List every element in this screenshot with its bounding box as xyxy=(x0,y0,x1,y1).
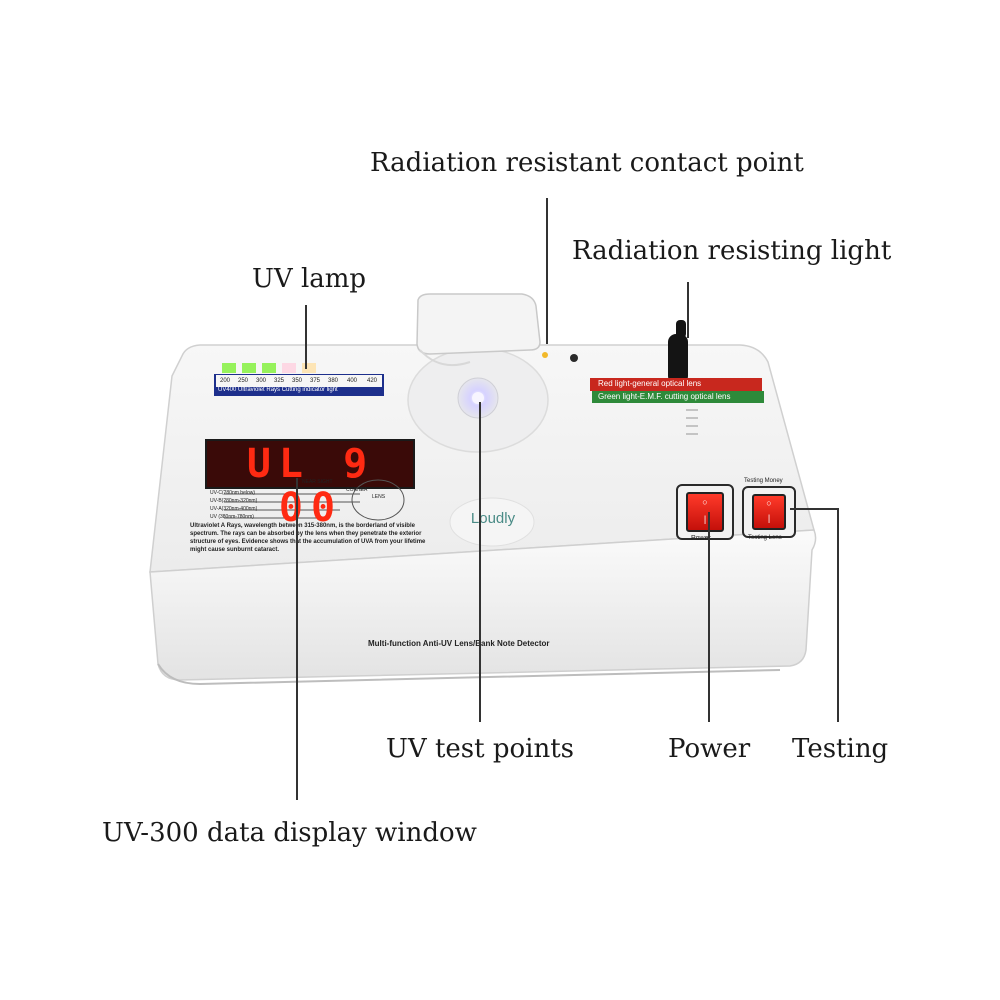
cornea-label: CORNEA xyxy=(346,487,368,493)
uv-legend-line: UV (380nm-780nm) xyxy=(210,514,254,520)
leader-display-window xyxy=(296,478,298,800)
leader-testing-v xyxy=(837,508,839,722)
uv-legend-line: UV-B(280nm-320nm) xyxy=(210,498,258,504)
callout-uv-test-points: UV test points xyxy=(386,734,574,764)
uv-scale-tick: 300 xyxy=(255,378,266,384)
uv-legend: UV-C(280nm below) UV-B(280nm-320nm) UV-A… xyxy=(210,489,320,521)
uv-scale-tick: 200 xyxy=(219,378,230,384)
uv-scale: 200 250 300 325 350 375 380 400 420 xyxy=(216,374,382,388)
uv-legend-line: UV-C(280nm below) xyxy=(210,490,256,496)
callout-contact-point: Radiation resistant contact point xyxy=(370,148,804,178)
testing-switch[interactable]: ○| xyxy=(752,494,786,530)
brand-logo-text: Loudly xyxy=(470,510,516,527)
callout-resisting-light: Radiation resisting light xyxy=(572,236,892,266)
uv-scale-tick: 350 xyxy=(291,378,302,384)
uv-scale-tick: 400 xyxy=(346,378,357,384)
brand-badge xyxy=(449,497,535,547)
testing-money-label: Testing Money xyxy=(744,478,783,484)
leader-power xyxy=(708,512,710,722)
uv-strip-caption: UV400 Ultraviolet Rays Cutting indicator… xyxy=(218,387,338,393)
green-light-label xyxy=(592,391,764,403)
callout-testing: Testing xyxy=(792,734,889,764)
uv-scale-tick: 325 xyxy=(273,378,284,384)
near-sight-label: NEAR SIGHT xyxy=(302,479,333,485)
callout-uv-lamp: UV lamp xyxy=(252,264,367,294)
leader-uv-lamp xyxy=(305,305,307,369)
uv-scale-tick: 420 xyxy=(366,378,377,384)
resisting-light-probe xyxy=(668,334,688,384)
uv-legend-line: UV-A(320nm-400nm) xyxy=(210,506,258,512)
eye-diagram xyxy=(224,479,405,521)
uv-scale-tick: 250 xyxy=(237,378,248,384)
uv-scale-tick: 375 xyxy=(309,378,320,384)
power-switch-housing: ○| xyxy=(676,484,734,540)
leader-testing-h xyxy=(790,508,838,510)
uva-description: Ultraviolet A Rays, wavelength between 3… xyxy=(190,523,426,553)
testing-lens-label: Testing Lens xyxy=(748,535,782,541)
power-switch-label: Power xyxy=(691,535,711,542)
lens-label: LENS xyxy=(372,494,386,500)
callout-power: Power xyxy=(668,734,751,764)
uv-scale-tick: 380 xyxy=(327,378,338,384)
red-light-label xyxy=(590,378,762,391)
green-light-label-text: Green light-E.M.F. cutting optical lens xyxy=(598,392,731,401)
testing-switch-housing: ○| xyxy=(742,486,796,538)
leader-resisting-light xyxy=(687,282,689,338)
device-front-face xyxy=(149,529,817,681)
model-label: Multi-function Anti-UV Lens/Bank Note De… xyxy=(368,639,550,648)
callout-display-window: UV-300 data display window xyxy=(102,818,477,848)
red-light-label-text: Red light-general optical lens xyxy=(598,379,702,388)
contact-point-led xyxy=(542,352,548,358)
leader-contact-point xyxy=(546,198,548,344)
leader-uv-test-points xyxy=(479,402,481,722)
power-switch[interactable]: ○| xyxy=(686,492,724,532)
lid-clamp xyxy=(416,293,541,355)
led-display-value: UL 9 00 xyxy=(246,441,376,531)
